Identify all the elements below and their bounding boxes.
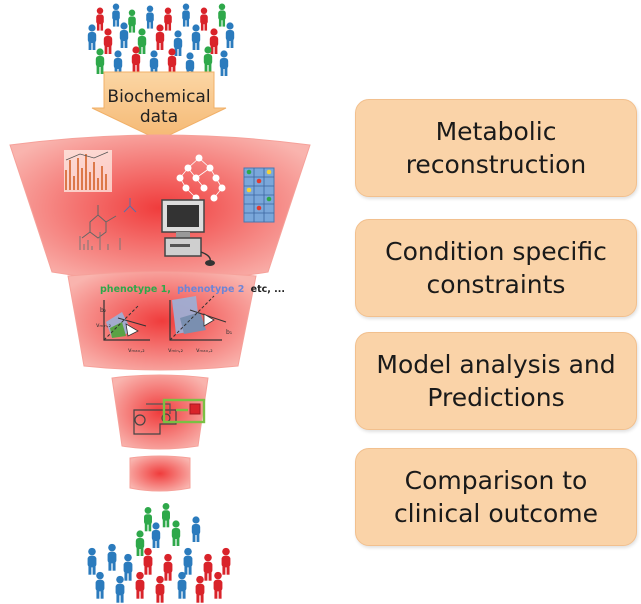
person-icon xyxy=(96,7,104,31)
stage-box-model-analysis: Model analysis and Predictions xyxy=(355,332,637,430)
person-icon xyxy=(144,506,152,532)
plot-right-vmin-label: vₘᵢₙ,₂ xyxy=(168,347,184,354)
plot-left-vmax-label: vₘₐₓ,₂ xyxy=(128,347,145,354)
funnel-stage-constraints: phenotype 1, phenotype 2 etc, ... vₘᵢₙ,₂… xyxy=(67,271,285,371)
person-icon xyxy=(95,571,105,599)
phenotype-1-label: phenotype 1, xyxy=(100,284,171,295)
person-icon xyxy=(203,46,213,72)
person-icon xyxy=(195,575,205,603)
person-icon xyxy=(155,24,165,50)
funnel-stage-analysis xyxy=(111,374,209,450)
person-icon xyxy=(87,24,97,50)
person-icon xyxy=(107,543,117,571)
flux-space-plot-left: vₘᵢₙ,₂ b₂ vₘₐₓ,₂ xyxy=(96,300,150,354)
person-icon xyxy=(218,3,226,27)
person-icon xyxy=(119,22,129,48)
person-icon xyxy=(135,530,145,556)
plot-left-vmin-label: vₘᵢₙ,₂ xyxy=(96,322,112,329)
phenotype-rest-label: etc, ... xyxy=(251,284,285,295)
stage-box-clinical-comparison: Comparison to clinical outcome xyxy=(355,448,637,546)
person-icon xyxy=(164,7,172,31)
person-icon xyxy=(143,547,153,575)
person-icon xyxy=(123,553,133,581)
person-icon xyxy=(225,22,235,48)
population-crowd-top xyxy=(87,3,235,78)
person-icon xyxy=(183,547,193,575)
person-icon xyxy=(135,571,145,599)
plot-right-vmax-label: vₘₐₓ,₂ xyxy=(196,347,213,354)
computer-icon xyxy=(161,199,215,266)
arrow-label-line1: Biochemical xyxy=(107,87,210,107)
stoichiometric-matrix-icon xyxy=(243,167,275,223)
pathway-network-icon xyxy=(176,154,226,202)
person-icon xyxy=(112,3,120,27)
person-icon xyxy=(128,9,136,33)
stage-box-condition-constraints: Condition specific constraints xyxy=(355,219,637,317)
person-icon xyxy=(200,7,208,31)
person-icon xyxy=(131,46,141,72)
plot-right-b-label: b₁ xyxy=(226,329,233,336)
person-icon xyxy=(115,575,125,603)
person-icon xyxy=(177,571,187,599)
spectrum-chart-icon xyxy=(64,150,112,192)
funnel-stage-outcome xyxy=(129,455,191,492)
population-crowd-bottom xyxy=(87,502,231,603)
flux-space-plot-right: vₘᵢₙ,₂ vₘₐₓ,₂ b₁ xyxy=(168,295,233,354)
person-icon xyxy=(155,575,165,603)
person-icon xyxy=(163,553,173,581)
person-icon xyxy=(213,571,223,599)
plot-left-b-label: b₂ xyxy=(100,307,107,314)
person-icon xyxy=(151,522,161,548)
network-analysis-icon xyxy=(133,398,206,435)
arrow-label-line2: data xyxy=(140,107,178,127)
molecule-structure-icon xyxy=(79,198,137,250)
person-icon xyxy=(167,48,177,74)
biochemical-data-arrow: Biochemical data xyxy=(91,71,227,141)
person-icon xyxy=(95,48,105,74)
funnel-stage-reconstruction xyxy=(9,134,311,282)
person-icon xyxy=(191,24,201,50)
phenotype-strip: phenotype 1, phenotype 2 etc, ... xyxy=(100,284,285,295)
person-icon xyxy=(87,547,97,575)
stage-box-metabolic-reconstruction: Metabolic reconstruction xyxy=(355,99,637,197)
person-icon xyxy=(171,520,181,546)
person-icon xyxy=(203,553,213,581)
person-icon xyxy=(146,5,154,29)
person-icon xyxy=(219,50,229,76)
person-icon xyxy=(162,502,170,528)
person-icon xyxy=(103,28,113,54)
person-icon xyxy=(191,516,201,542)
person-icon xyxy=(182,3,190,27)
person-icon xyxy=(221,547,231,575)
phenotype-2-label: phenotype 2 xyxy=(177,284,244,295)
